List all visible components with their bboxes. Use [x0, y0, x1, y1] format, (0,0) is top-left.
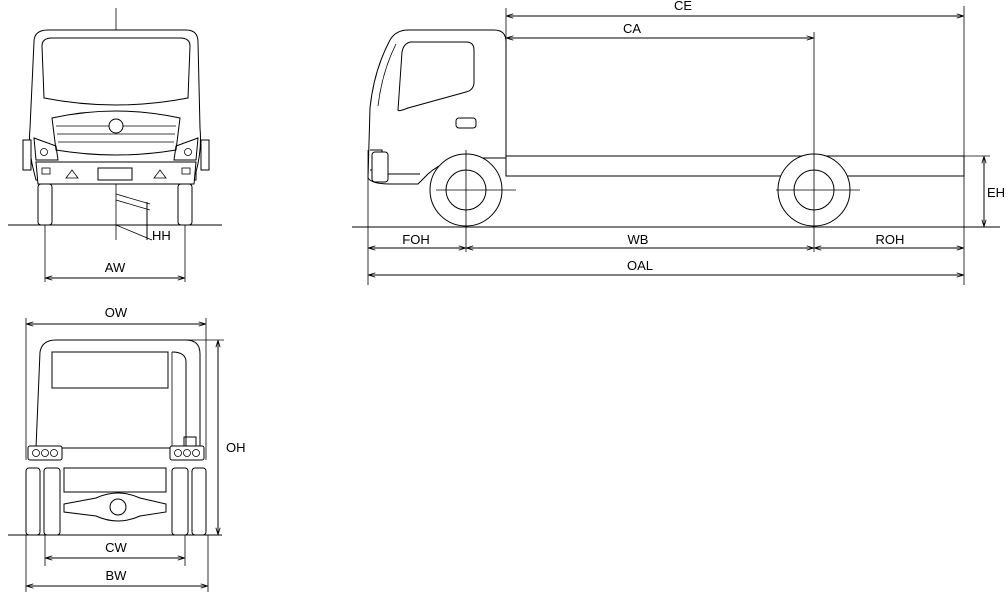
side-view: CE CA EH FOH WB ROH OAL [352, 0, 1005, 285]
dim-label-bw: BW [106, 568, 128, 583]
dim-label-ca: CA [623, 21, 641, 36]
dim-label-aw: AW [105, 260, 126, 275]
left-mirror [22, 139, 32, 171]
right-mirror [200, 139, 210, 171]
front-view: HH AW [8, 8, 222, 282]
rear-right-outer-wheel [191, 467, 207, 536]
rear-left-outer-wheel [25, 467, 41, 536]
license-plate [97, 167, 133, 181]
front-bumper [35, 161, 197, 185]
dim-label-oal: OAL [627, 258, 653, 273]
rear-plate-holder [63, 467, 167, 493]
rear-view: OW OH CW BW [8, 305, 246, 592]
chassis-frame [505, 155, 965, 177]
front-grille [51, 110, 181, 156]
rear-left-inner-wheel [43, 467, 61, 536]
dim-label-foh: FOH [402, 232, 429, 247]
front-right-wheel [177, 183, 193, 226]
side-bumper [371, 151, 389, 183]
brand-logo-icon [108, 118, 124, 134]
left-tail-light [27, 445, 63, 461]
door-handle [455, 117, 477, 129]
rear-right-inner-wheel [171, 467, 189, 536]
dim-label-hh: HH [152, 228, 171, 243]
dim-label-eh: EH [987, 185, 1005, 200]
rear-cab-back [35, 339, 201, 449]
dim-label-ce: CE [674, 0, 692, 13]
front-windshield [41, 37, 191, 106]
rear-window [51, 351, 169, 389]
front-wheel [429, 150, 516, 230]
right-tail-light [169, 445, 205, 461]
dim-label-oh: OH [226, 440, 246, 455]
dim-label-cw: CW [105, 540, 127, 555]
right-headlight [173, 137, 199, 161]
dim-label-roh: ROH [876, 232, 905, 247]
rear-axle-housing [63, 492, 167, 522]
side-cab-body [367, 29, 507, 185]
dim-label-wb: WB [628, 232, 649, 247]
dim-label-ow: OW [105, 305, 128, 320]
left-headlight [33, 137, 59, 161]
side-window [397, 41, 475, 112]
front-left-wheel [37, 183, 53, 226]
